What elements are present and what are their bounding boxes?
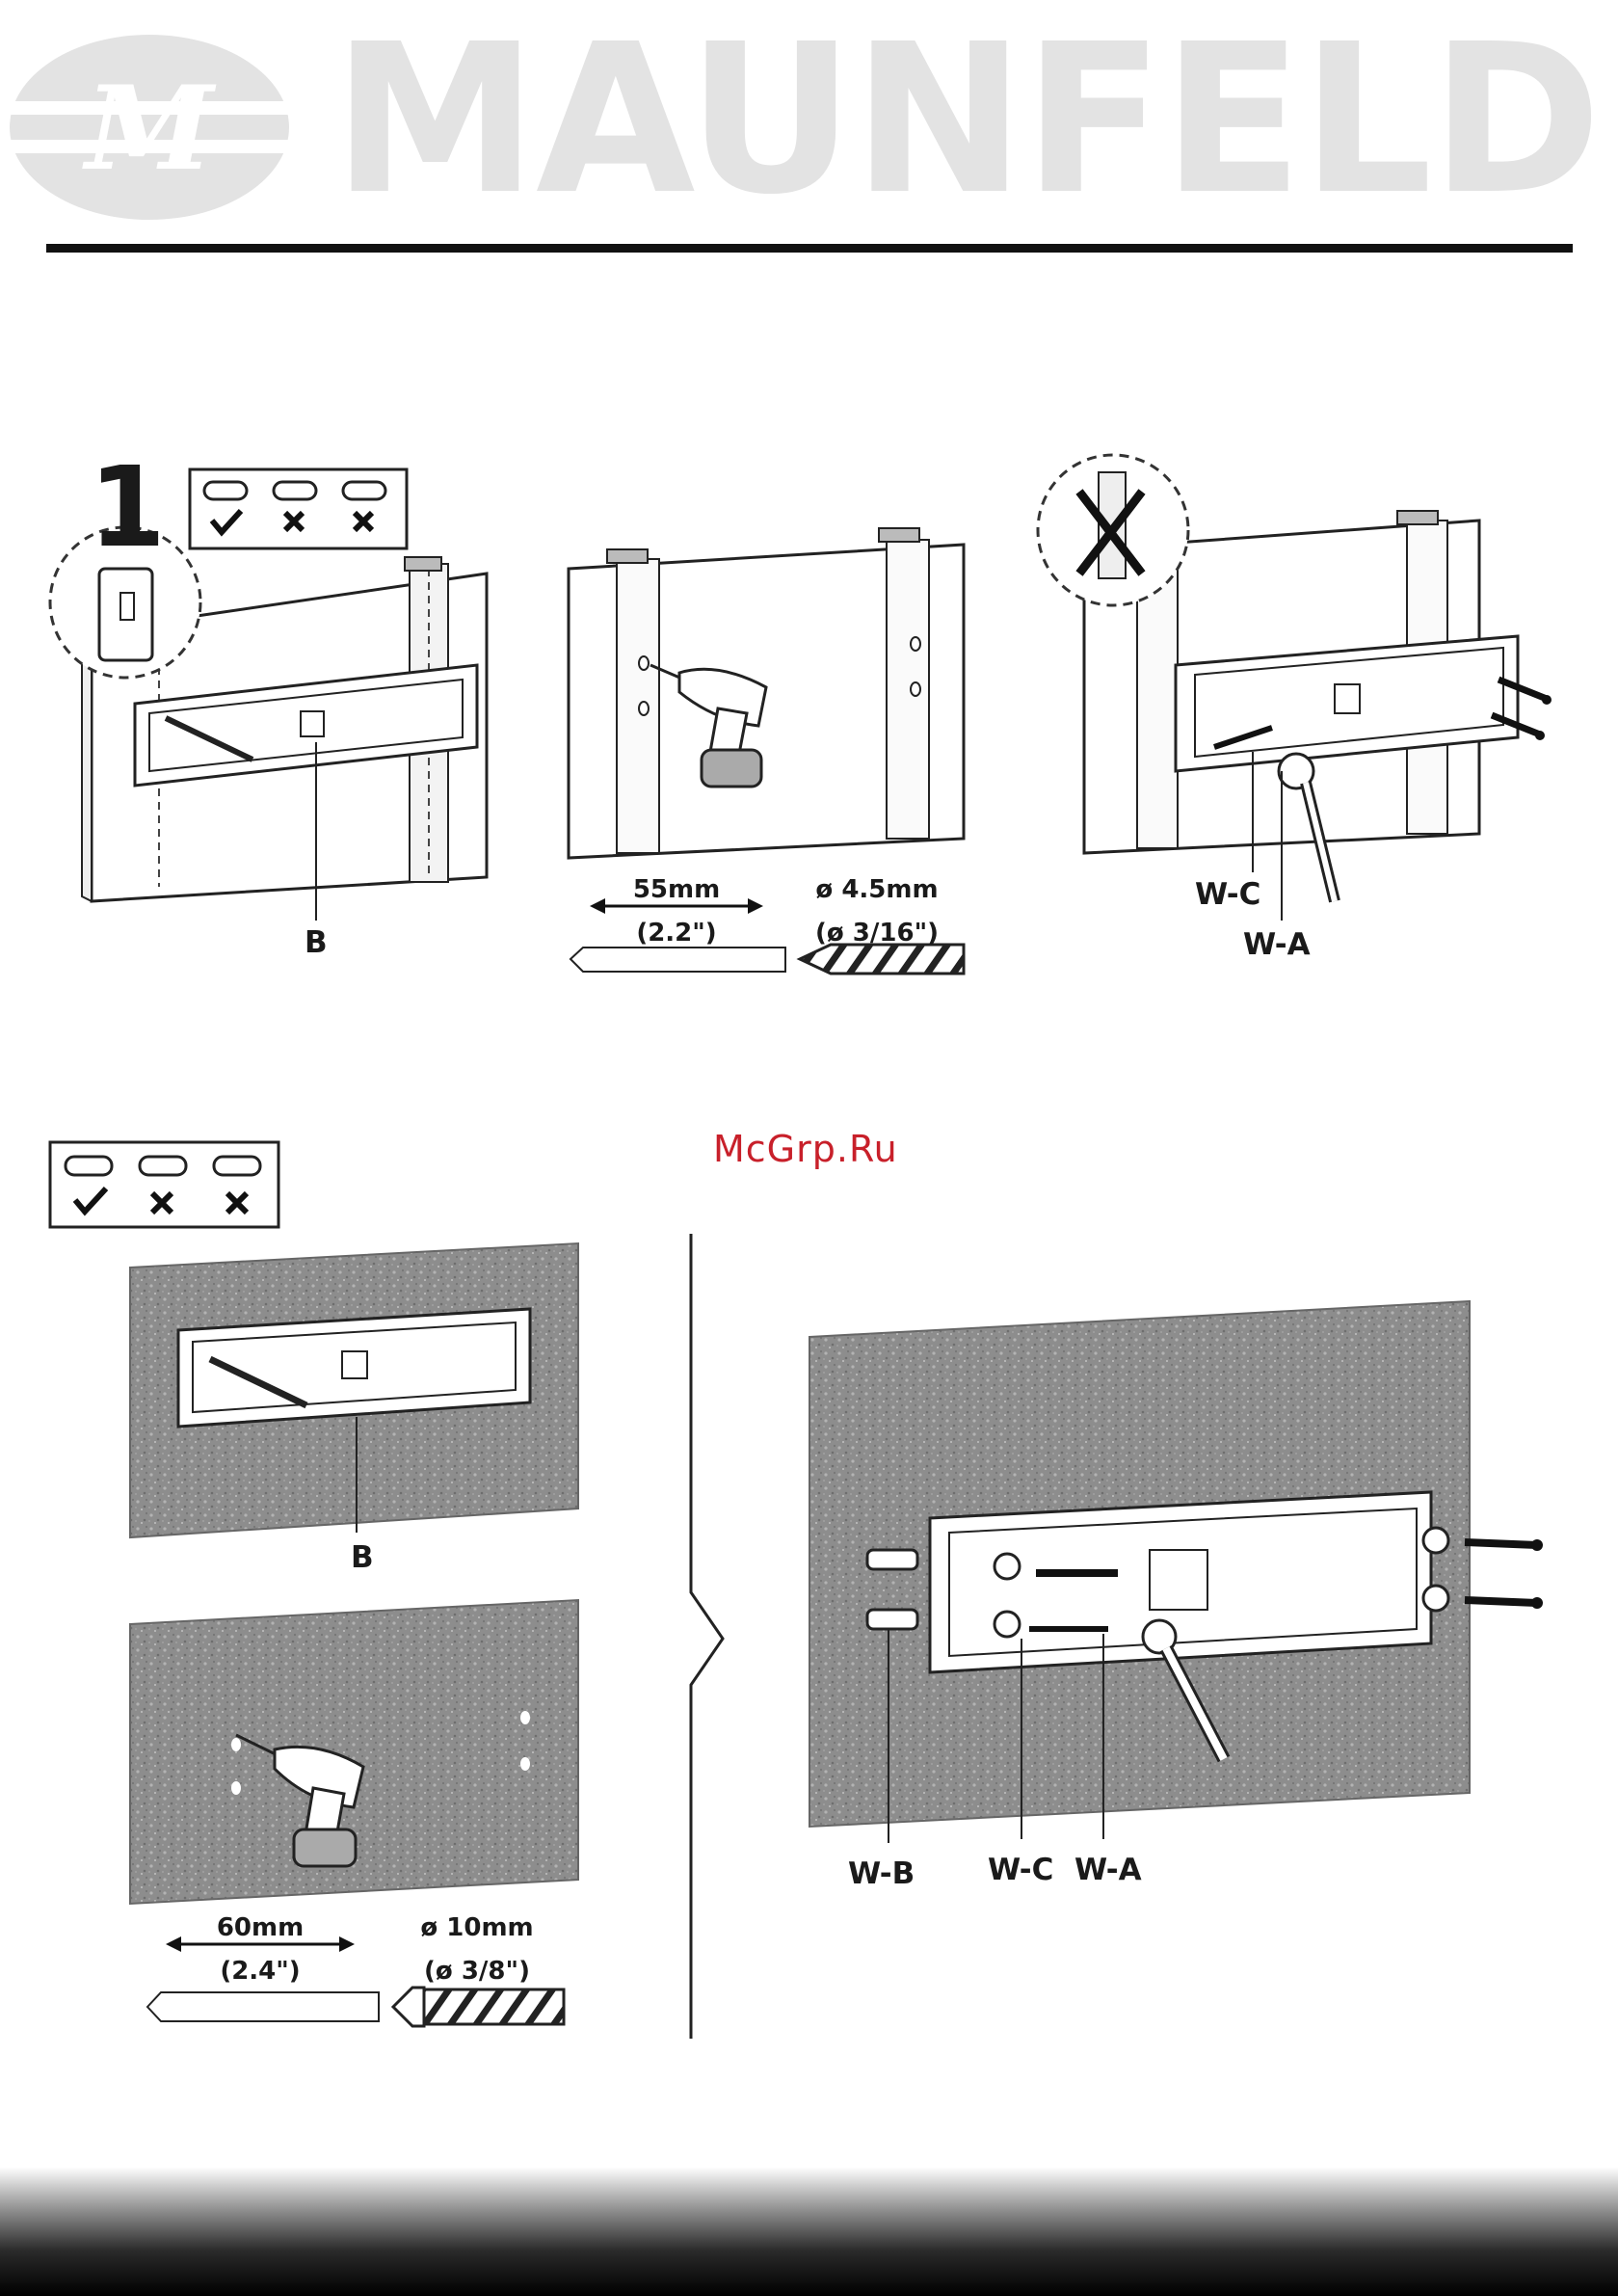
depth-inch-top: (2.2") [590, 918, 763, 949]
anchor-icon [867, 1610, 917, 1629]
anchor-icon [867, 1550, 917, 1569]
diameter-bottom: ø 10mm (ø 3/8") [390, 1920, 564, 1988]
depth-value-bottom: 60mm [164, 1912, 357, 1944]
depth-inch-bottom: (2.4") [164, 1956, 357, 1988]
depth-mm-bottom: 60mm (2.4") [164, 1920, 357, 1988]
diameter-inch-bottom: (ø 3/8") [390, 1956, 564, 1988]
diameter-value-bottom: ø 10mm [390, 1912, 564, 1944]
depth-value-top: 55mm [590, 874, 763, 906]
hole-legend-top [190, 469, 407, 548]
panel-concrete-template [130, 1243, 578, 1537]
svg-text:M: M [82, 61, 217, 197]
label-w-a-bottom: W-A [1074, 1853, 1142, 1887]
panel-concrete-fix [809, 1301, 1543, 1843]
screw-icon [1465, 1597, 1543, 1609]
panel-wood-drill [569, 528, 964, 858]
label-bracket-b-top: B [305, 925, 328, 960]
header-rule [46, 244, 1573, 253]
diameter-value-top: ø 4.5mm [785, 874, 968, 906]
label-w-b-bottom: W-B [848, 1856, 915, 1891]
diameter-top: ø 4.5mm (ø 3/16") [785, 882, 968, 949]
section-divider [691, 1234, 723, 2039]
label-w-c-bottom: W-C [988, 1853, 1053, 1887]
panel-concrete-drill [130, 1600, 578, 1904]
label-w-a-top: W-A [1243, 927, 1311, 962]
label-bracket-b-bottom: B [351, 1540, 374, 1575]
screw-icon [1465, 1539, 1543, 1551]
hole-legend-bottom [50, 1142, 279, 1227]
panel-wood-fix [1038, 455, 1552, 921]
logo-emblem: M [10, 35, 289, 220]
diameter-inch-top: (ø 3/16") [785, 918, 968, 949]
drill-bit-bottom [393, 1988, 564, 2026]
watermark: McGrp.Ru [713, 1128, 898, 1170]
brand-wordmark: MAUNFELD [332, 17, 1600, 224]
label-w-c-top: W-C [1195, 877, 1260, 912]
footer-band [0, 2167, 1618, 2296]
step-number: 1 [89, 453, 166, 564]
panel-wood-template [50, 527, 487, 921]
depth-mm-top: 55mm (2.2") [590, 882, 763, 949]
